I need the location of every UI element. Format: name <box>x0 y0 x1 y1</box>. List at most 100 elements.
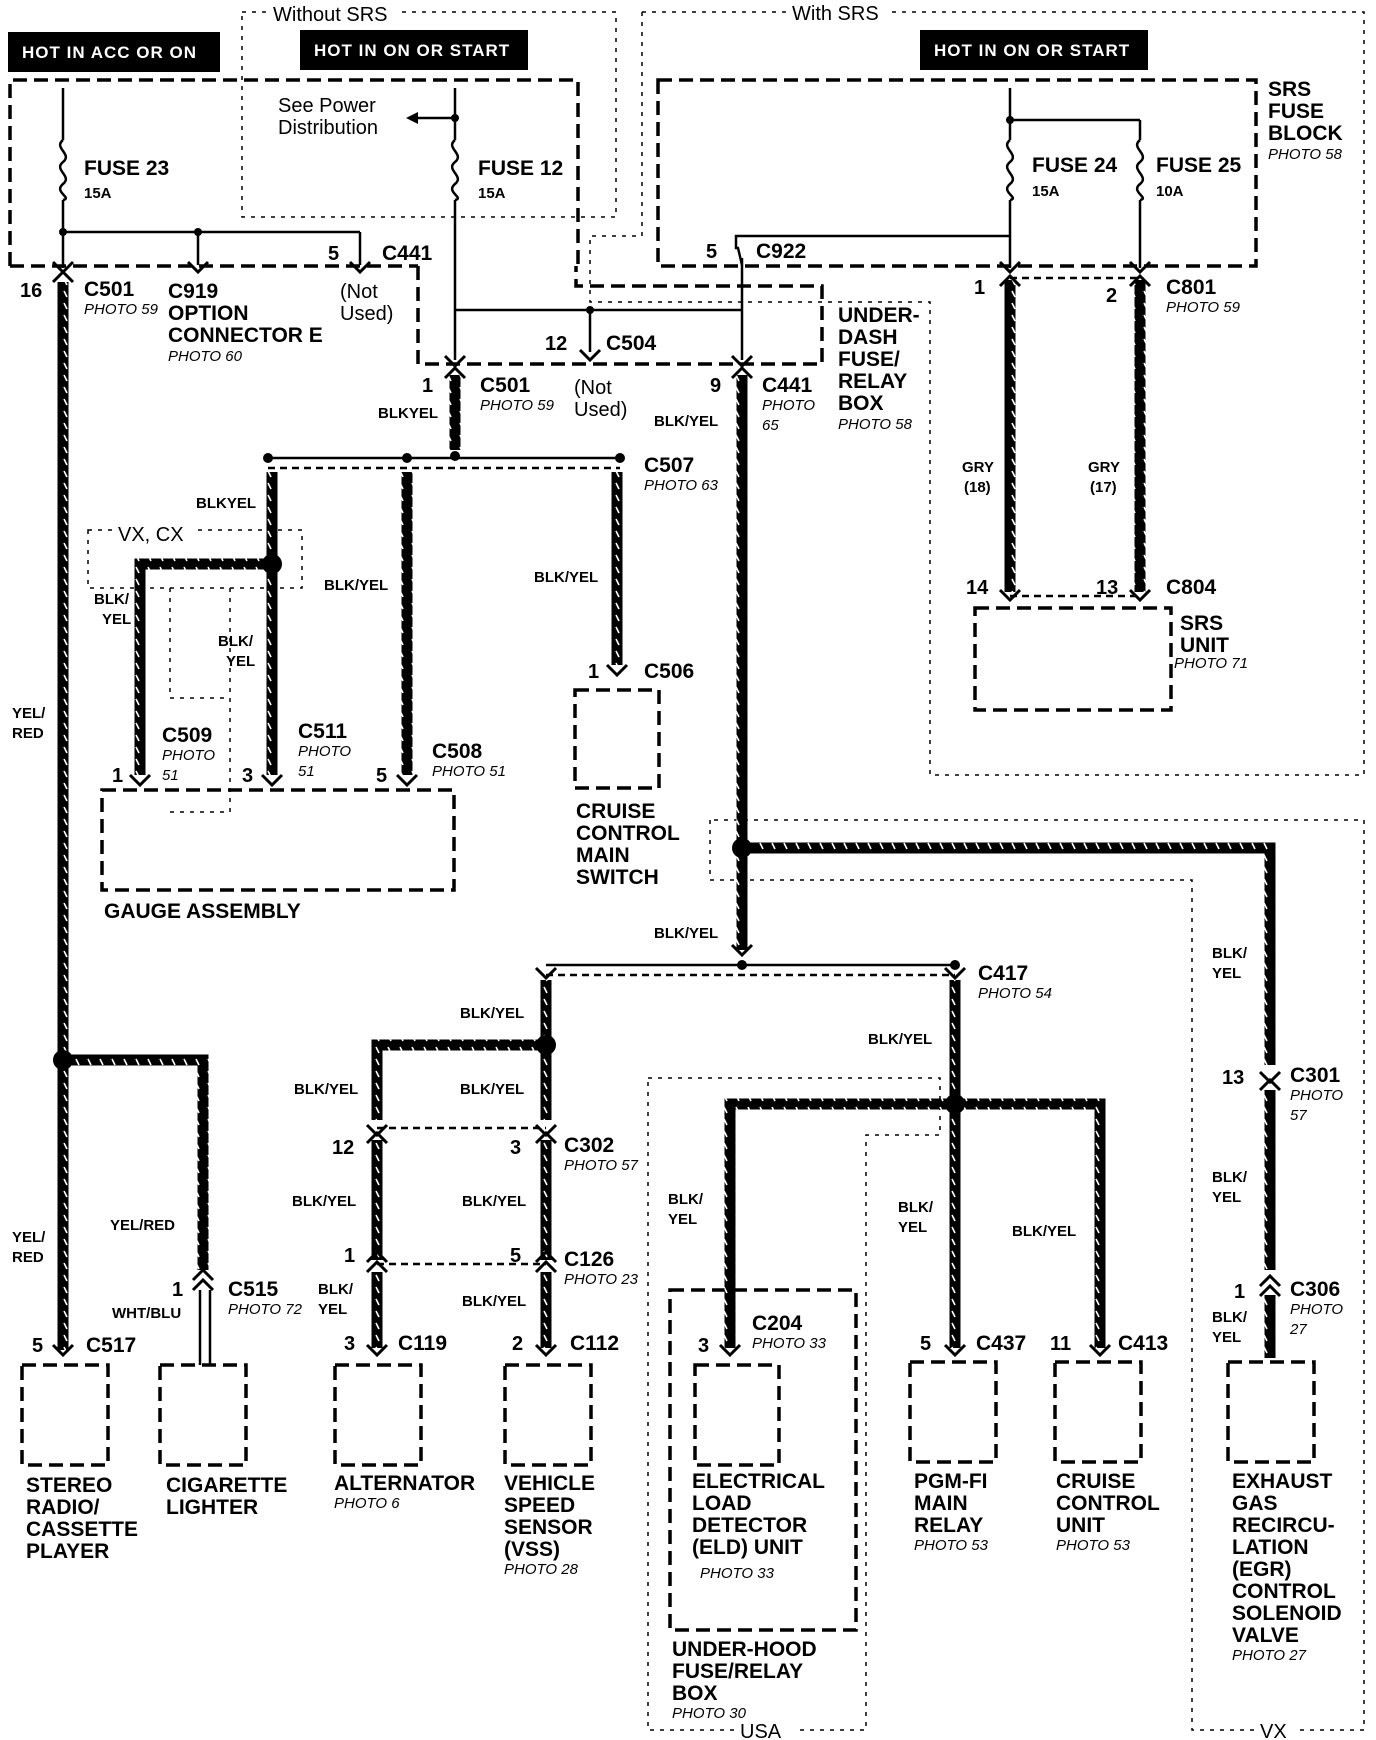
wire-gry-18-num: (18) <box>964 479 991 496</box>
c508-label: C508 <box>432 740 483 763</box>
c302-pin12: 12 <box>332 1137 354 1159</box>
wire-blkyel-alt-top: BLK/YEL <box>294 1081 358 1098</box>
fuse-23-amp: 15A <box>84 185 112 202</box>
fuse-24-amp: 15A <box>1032 183 1060 200</box>
wire-blkyel-c511-l2: YEL <box>226 653 255 670</box>
c441-mid-pin: 9 <box>710 375 721 397</box>
wire-blkyel-c509-l1: BLK/ <box>94 591 130 608</box>
fuse-12-amp: 15A <box>478 185 506 202</box>
wire-blkyel-c506: BLK/YEL <box>534 569 598 586</box>
c515-photo: PHOTO 72 <box>228 1301 303 1318</box>
c417-photo: PHOTO 54 <box>978 985 1052 1002</box>
lighter-line1: CIGARETTE <box>166 1474 287 1497</box>
c517-label: C517 <box>86 1334 136 1357</box>
ccu-line3: UNIT <box>1056 1514 1105 1537</box>
c919-photo: PHOTO 60 <box>168 348 243 365</box>
c302-photo: PHOTO 57 <box>564 1157 639 1174</box>
wire-blkyel-eld-l2: YEL <box>668 1211 697 1228</box>
header-banners: HOT IN ACC OR ON HOT IN ON OR START HOT … <box>8 30 1148 72</box>
wire-blkyel-c417-left: BLK/YEL <box>460 1005 524 1022</box>
ccu-line1: CRUISE <box>1056 1470 1135 1493</box>
fuse-12-label: FUSE 12 <box>478 157 563 180</box>
vss-photo: PHOTO 28 <box>504 1561 579 1578</box>
wire-blkyel-c417-right: BLK/YEL <box>868 1031 932 1048</box>
cruise-switch-line3: MAIN <box>576 844 630 867</box>
c306-photo-line1: PHOTO <box>1290 1301 1343 1318</box>
pgm-line3: RELAY <box>914 1514 983 1537</box>
alternator-photo: PHOTO 6 <box>334 1495 400 1512</box>
wire-yelred-low-l1: YEL/ <box>12 1229 46 1246</box>
c204-label: C204 <box>752 1312 803 1335</box>
c804-pin13: 13 <box>1096 577 1118 599</box>
c511-photo-line2: 51 <box>298 763 315 780</box>
srs-fuse-block-photo: PHOTO 58 <box>1268 146 1343 163</box>
srs-unit-photo: PHOTO 71 <box>1174 655 1248 672</box>
c501-mid-photo: PHOTO 59 <box>480 397 555 414</box>
c306-pin: 1 <box>1234 1281 1245 1303</box>
c801-pin2: 2 <box>1106 285 1117 307</box>
c126-photo: PHOTO 23 <box>564 1271 639 1288</box>
c441-top-label: C441 <box>382 242 433 265</box>
c413-label: C413 <box>1118 1332 1168 1355</box>
label-vx-cx: VX, CX <box>118 524 184 546</box>
eld-line4: (ELD) UNIT <box>692 1536 803 1559</box>
pgm-photo: PHOTO 53 <box>914 1537 989 1554</box>
label-usa: USA <box>740 1721 782 1740</box>
ccu-line2: CONTROL <box>1056 1492 1160 1515</box>
egr-line6: CONTROL <box>1232 1580 1336 1603</box>
c804-pin14: 14 <box>966 577 989 599</box>
c506-pin: 1 <box>588 661 599 683</box>
egr-line3: RECIRCU- <box>1232 1514 1335 1537</box>
c112-label: C112 <box>570 1332 619 1355</box>
c441-top-pin: 5 <box>328 243 339 265</box>
c804-label: C804 <box>1166 576 1217 599</box>
srs-fuse-block-line3: BLOCK <box>1268 122 1343 145</box>
wire-yelred-top-l1: YEL/ <box>12 705 46 722</box>
c204-photo: PHOTO 33 <box>752 1335 827 1352</box>
wire-blkyel-ccu: BLK/YEL <box>1012 1223 1076 1240</box>
underhood-line2: FUSE/RELAY <box>672 1660 803 1683</box>
wire-blkyel-egr-l1: BLK/ <box>1212 945 1248 962</box>
vss-line3: SENSOR <box>504 1516 593 1539</box>
cruise-switch-line2: CONTROL <box>576 822 680 845</box>
header-on-start-2: HOT IN ON OR START <box>934 41 1130 60</box>
c922-label: C922 <box>756 240 806 263</box>
c919-line3: CONNECTOR E <box>168 324 323 347</box>
c306-label: C306 <box>1290 1278 1340 1301</box>
wire-gry-17-num: (17) <box>1090 479 1117 496</box>
c511-photo-line1: PHOTO <box>298 743 351 760</box>
fuse-23-label: FUSE 23 <box>84 157 169 180</box>
c506-label: C506 <box>644 660 694 683</box>
wire-blkyel-main: BLK/YEL <box>654 925 718 942</box>
c511-pin: 3 <box>242 765 253 787</box>
vss-line2: SPEED <box>504 1494 575 1517</box>
c441-mid-photo-line2: 65 <box>762 417 779 434</box>
c126-label: C126 <box>564 1248 614 1271</box>
srs-unit-line2: UNIT <box>1180 634 1229 657</box>
egr-line4: LATION <box>1232 1536 1309 1559</box>
c302-label: C302 <box>564 1134 614 1157</box>
fuse-symbols <box>58 139 1145 202</box>
c301-pin: 13 <box>1222 1067 1244 1089</box>
wire-blkyel-egr-l2: YEL <box>1212 965 1241 982</box>
stereo-line2: RADIO/ <box>26 1496 100 1519</box>
vss-line4: (VSS) <box>504 1538 560 1561</box>
c515-pin: 1 <box>172 1279 183 1301</box>
eld-line3: DETECTOR <box>692 1514 807 1537</box>
c204-pin: 3 <box>698 1335 709 1357</box>
region-outlines <box>87 11 1365 1731</box>
cruise-switch-line1: CRUISE <box>576 800 655 823</box>
underdash-line1: UNDER- <box>838 304 920 327</box>
wire-gry-17: GRY <box>1088 459 1120 476</box>
wire-yelred-top-l2: RED <box>12 725 44 742</box>
not-used-1-line1: (Not <box>340 281 378 303</box>
c112-pin: 2 <box>512 1333 523 1355</box>
lighter-line2: LIGHTER <box>166 1496 258 1519</box>
vss-line1: VEHICLE <box>504 1472 595 1495</box>
connector-labels: 16 C501 PHOTO 59 C919 OPTION CONNECTOR E… <box>20 240 1343 1357</box>
stereo-line3: CASSETTE <box>26 1518 138 1541</box>
wire-blkyel-gauge: BLKYEL <box>196 495 256 512</box>
c501-top-pin: 16 <box>20 280 42 302</box>
pgm-line1: PGM-FI <box>914 1470 988 1493</box>
wire-blkyel-c501: BLKYEL <box>378 405 438 422</box>
